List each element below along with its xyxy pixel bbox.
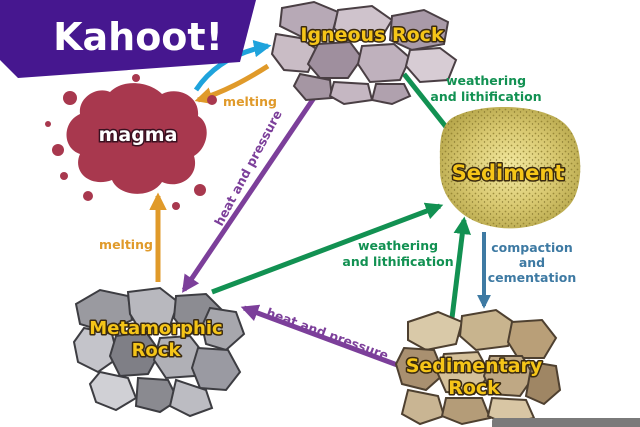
edge-label-compaction-line2: and: [519, 255, 545, 270]
sediment-label: Sediment: [452, 161, 565, 185]
arrow-igneous-to-magma-melting: [194, 63, 270, 105]
metamorphic-rock-label-line1: Metamorphic: [89, 318, 222, 339]
kahoot-logo-text: Kahoot!: [53, 15, 223, 59]
edge-label-heat-pressure-diagonal: heat and pressure: [211, 108, 285, 229]
magma-label: magma: [99, 124, 178, 146]
magma-splat-icon: [45, 74, 217, 210]
edge-label-melting-top: melting: [223, 94, 277, 109]
arrows: [149, 39, 491, 369]
sediment-node: Sediment: [439, 106, 581, 229]
edge-label-melting-left: melting: [99, 237, 153, 252]
sedimentary-rock-node: Sedimentary Rock: [394, 308, 562, 426]
edge-label-weathering-top-line2: and lithification: [430, 89, 541, 104]
igneous-rock-node: Igneous Rock: [270, 0, 458, 106]
sediment-grains-icon: [439, 106, 581, 229]
igneous-rock-pile-icon: [270, 0, 458, 106]
edge-label-weathering-top-line1: weathering: [446, 73, 526, 88]
arrow-sedimentary-to-sediment: [449, 216, 471, 319]
edge-label-weathering-mid-line2: and lithification: [342, 254, 453, 269]
bottom-overlay-bar: [492, 418, 640, 427]
metamorphic-rock-pile-icon: [72, 286, 246, 418]
arrow-metamorphic-to-sediment: [211, 202, 444, 295]
edge-label-heat-pressure-bottom: heat and pressure: [264, 305, 390, 363]
sedimentary-rock-label-line2: Rock: [448, 377, 500, 399]
edge-label-compaction-line3: cementation: [488, 270, 576, 285]
kahoot-logo: Kahoot!: [0, 0, 256, 78]
edge-label-weathering-mid-line1: weathering: [358, 238, 438, 253]
magma-node: magma: [45, 74, 217, 210]
metamorphic-rock-label-line2: Rock: [132, 340, 182, 361]
sedimentary-rock-label-line1: Sedimentary: [406, 355, 543, 377]
arrow-sedimentary-to-metamorphic: [240, 304, 401, 369]
metamorphic-rock-node: Metamorphic Rock: [72, 286, 246, 418]
sedimentary-rock-pile-icon: [394, 308, 562, 426]
kahoot-banner-shape: [0, 0, 256, 78]
igneous-rock-label: Igneous Rock: [300, 24, 444, 46]
edge-label-compaction-line1: compaction: [491, 240, 573, 255]
arrow-igneous-to-metamorphic: [181, 84, 325, 293]
